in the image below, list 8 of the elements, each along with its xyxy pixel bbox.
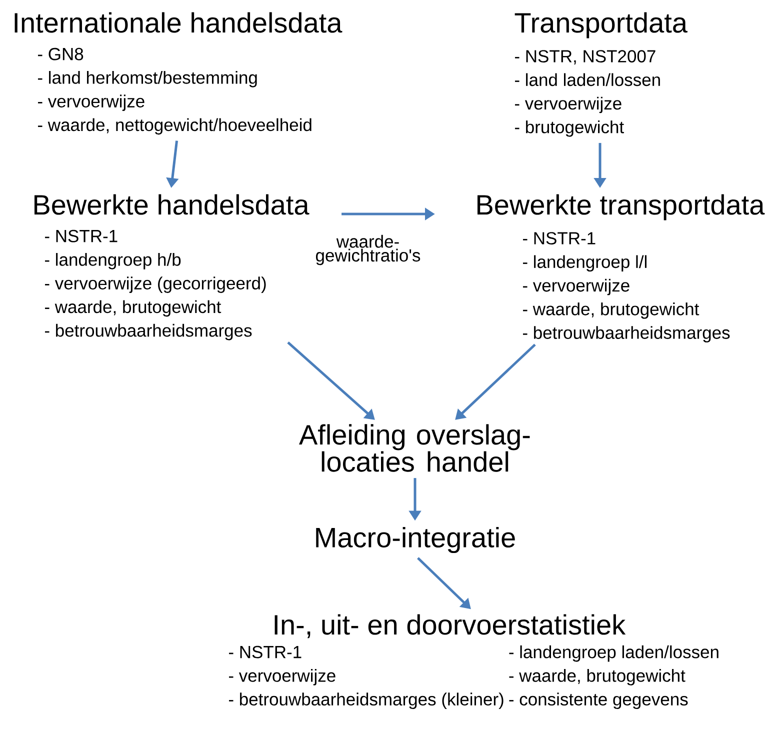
section-heading-with-list: In-, uit- en doorvoerstatistiek - NSTR-1 - landengroep laden/lossen - vervoerwijze - waarde, brutogewicht - betrouwbaarheidsmarges (kleiner) - consistente gegevens bbox=[229, 614, 718, 709]
section-heading-with-list: Internationale handelsdata - GN8 - land herkomst/bestemming - vervoerwijze - waarde, nettogewicht/hoeveelheid bbox=[14, 12, 342, 135]
section-heading-with-list: Bewerkte handelsdata - NSTR-1 - landengroep h/b - vervoerwijze (gecorrigeerd) - waarde, brutogewicht - betrouwbaarheidsmarges bbox=[34, 194, 310, 340]
edge-label: waarde- gewichtratio's bbox=[313, 234, 423, 266]
step-heading: Macro-integratie bbox=[316, 526, 515, 554]
section-heading-with-list: Bewerkte transportdata - NSTR-1 - landengroep l/l - vervoerwijze - waarde, brutogewicht - betrouwbaarheidsmarges bbox=[478, 194, 765, 342]
step-heading: Afleiding overslag- locaties handel bbox=[299, 424, 530, 472]
section-heading-with-list: Transportdata - NSTR, NST2007 - land laden/lossen - vervoerwijze - brutogewicht bbox=[514, 12, 688, 137]
